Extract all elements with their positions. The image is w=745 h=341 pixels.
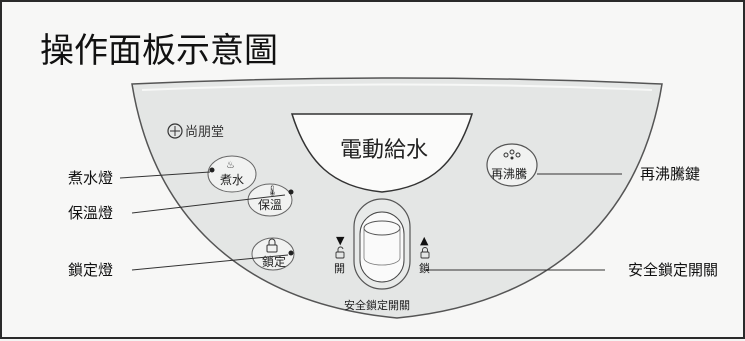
keep-warm-button[interactable]: 🌡 保溫 (247, 183, 293, 217)
reboil-key-callout: 再沸騰鍵 (640, 165, 700, 183)
diagram-title: 操作面板示意圖 (40, 31, 278, 71)
brand-name: 尚朋堂 (185, 125, 224, 140)
unlock-icon (335, 246, 345, 259)
water-window (290, 113, 474, 193)
reboil-button[interactable]: 再沸騰 (486, 143, 538, 187)
lock-icon (420, 247, 430, 259)
switch-lock-label: 鎖 (419, 261, 430, 275)
keep-warm-button-label: 保溫 (258, 198, 282, 212)
keep-warm-leader (131, 194, 286, 214)
safety-switch-callout: 安全鎖定開關 (628, 261, 718, 279)
bubbles-icon (503, 149, 521, 160)
lock-indicator-light (288, 250, 294, 256)
keep-warm-light-callout: 保溫燈 (68, 204, 113, 222)
switch-caption: 安全鎖定開關 (344, 298, 410, 312)
keep-warm-indicator-light (288, 189, 294, 195)
reboil-button-label: 再沸騰 (491, 166, 527, 181)
arrow-up-icon: ▲ (420, 234, 429, 247)
window-label: 電動給水 (340, 138, 428, 163)
lock-light-callout: 鎖定燈 (68, 261, 113, 279)
lock-button[interactable]: 鎖定 (251, 237, 295, 271)
boil-light-leader (119, 171, 211, 179)
arrow-down-icon: ▼ (336, 234, 345, 247)
boil-light-callout: 煮水燈 (68, 169, 113, 187)
thermometer-icon: 🌡 (266, 185, 279, 197)
boil-button-label: 煮水 (220, 173, 244, 187)
switch-open-label: 開 (334, 262, 345, 275)
boil-button[interactable]: ♨ 煮水 (207, 155, 257, 193)
safety-lock-switch[interactable] (353, 198, 411, 290)
lock-light-leader (131, 254, 289, 271)
lock-button-label: 鎖定 (262, 254, 286, 269)
boil-indicator-light (209, 167, 215, 173)
brand-logo (167, 123, 183, 139)
padlock-icon (266, 238, 278, 253)
steam-icon: ♨ (226, 160, 235, 171)
